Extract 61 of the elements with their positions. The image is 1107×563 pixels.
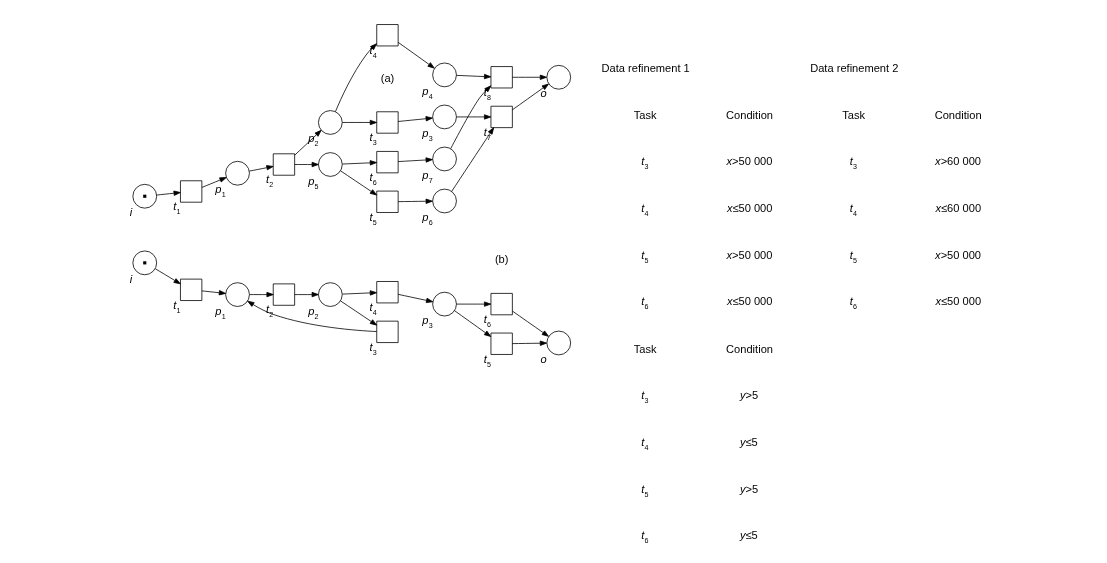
node-label: p$_{4}$ xyxy=(421,84,433,101)
label: y>5 xyxy=(739,482,758,495)
node-label: o xyxy=(540,352,547,365)
node-label: t$_{2}$ xyxy=(265,303,273,320)
node-label: i xyxy=(129,206,132,219)
node-label: t$_{3}$ xyxy=(369,340,377,357)
label: t$_{6}$ xyxy=(640,295,648,312)
label: Condition xyxy=(934,109,982,122)
node-label: t$_{2}$ xyxy=(265,173,273,190)
node-label: t$_{3}$ xyxy=(369,131,377,148)
node-label: t$_{7}$ xyxy=(483,125,491,142)
label: x>50 000 xyxy=(726,155,772,168)
label: x>50 000 xyxy=(726,248,772,261)
node-label: p$_{5}$ xyxy=(307,174,318,191)
label: x>50 000 xyxy=(934,248,981,261)
node-label: o xyxy=(540,87,547,100)
label: Task xyxy=(633,343,657,356)
node-label: p$_{3}$ xyxy=(421,314,433,331)
label: t$_{6}$ xyxy=(640,529,648,546)
label: x≤60 000 xyxy=(934,201,981,214)
label: Task xyxy=(841,109,865,122)
label: t$_{3}$ xyxy=(640,389,648,406)
label: t$_{3}$ xyxy=(640,155,648,172)
label: (b) xyxy=(494,253,508,266)
label: t$_{5}$ xyxy=(640,482,648,499)
label: Condition xyxy=(725,109,773,122)
label: t$_{4}$ xyxy=(640,435,648,452)
node-label: t$_{1}$ xyxy=(172,298,180,315)
node-label: i xyxy=(129,272,132,285)
label: Task xyxy=(633,109,657,122)
node-label: t$_{5}$ xyxy=(369,210,377,227)
label: y≤5 xyxy=(739,435,758,448)
label: t$_{4}$ xyxy=(640,201,648,218)
label: x≤50 000 xyxy=(726,295,772,308)
label: Data refinement 2 xyxy=(809,62,898,75)
label: x>60 000 xyxy=(934,155,981,168)
node-label: t$_{5}$ xyxy=(483,352,491,369)
label: t$_{4}$ xyxy=(849,201,857,218)
node-label: p$_{7}$ xyxy=(421,168,433,185)
label: x≤50 000 xyxy=(934,295,981,308)
label: t$_{5}$ xyxy=(849,248,857,265)
node-label: p$_{1}$ xyxy=(214,183,226,200)
node-label: p$_{2}$ xyxy=(307,304,318,321)
label: t$_{6}$ xyxy=(849,295,857,312)
label: Data refinement 1 xyxy=(601,62,690,75)
node-label: t$_{6}$ xyxy=(483,312,491,329)
label: x≤50 000 xyxy=(726,201,772,214)
node-label: p$_{6}$ xyxy=(421,210,433,227)
node-label: t$_{1}$ xyxy=(172,200,180,217)
label: t$_{5}$ xyxy=(640,248,648,265)
label: y>5 xyxy=(739,389,758,402)
label: (a) xyxy=(380,71,394,84)
node-label: p$_{1}$ xyxy=(214,304,226,321)
node-label: t$_{4}$ xyxy=(369,44,377,61)
node-label: p$_{3}$ xyxy=(421,126,433,143)
node-label: t$_{8}$ xyxy=(483,86,491,103)
label: y≤5 xyxy=(739,529,758,542)
node-label: t$_{6}$ xyxy=(369,170,377,187)
node-label: t$_{4}$ xyxy=(369,301,377,317)
label: Condition xyxy=(725,343,773,356)
label: t$_{3}$ xyxy=(849,155,857,172)
